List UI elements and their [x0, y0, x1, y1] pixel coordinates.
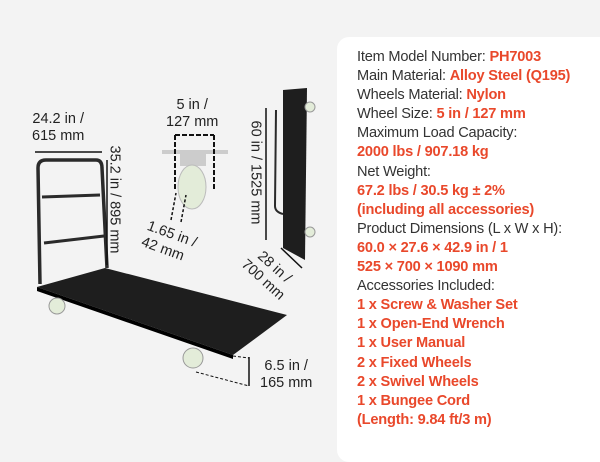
- spec-row: Wheels Material: Nylon: [357, 86, 570, 105]
- spec-value: (Length: 9.84 ft/3 m): [357, 411, 492, 428]
- spec-value: 5 in / 127 mm: [436, 106, 526, 123]
- spec-row: Maximum Load Capacity:: [357, 124, 570, 143]
- spec-value: 67.2 lbs / 30.5 kg ± 2%: [357, 182, 505, 199]
- spec-label: Maximum Load Capacity:: [357, 125, 518, 142]
- spec-label: Product Dimensions (L x W x H):: [357, 220, 562, 237]
- spec-row: 1 x Bungee Cord: [357, 392, 570, 411]
- spec-row: (Length: 9.84 ft/3 m): [357, 411, 570, 430]
- spec-value: 2 x Fixed Wheels: [357, 354, 472, 371]
- clearance-label: 6.5 in /165 mm: [260, 358, 312, 392]
- cart-deck: [37, 268, 287, 355]
- spec-row: Net Weight:: [357, 163, 570, 182]
- spec-label: Wheel Size:: [357, 106, 437, 123]
- caster-wheel-icon: [177, 164, 207, 210]
- spec-row: 525 × 700 × 1090 mm: [357, 258, 570, 277]
- spec-label: Wheels Material:: [357, 87, 467, 104]
- spec-row: 1 x Screw & Washer Set: [357, 296, 570, 315]
- spec-row: Item Model Number: PH7003: [357, 48, 570, 67]
- spec-row: 1 x Open-End Wrench: [357, 315, 570, 334]
- spec-value: 2 x Swivel Wheels: [357, 373, 479, 390]
- spec-row: Wheel Size: 5 in / 127 mm: [357, 105, 570, 124]
- spec-label: Item Model Number:: [357, 49, 490, 65]
- spec-row: 2 x Fixed Wheels: [357, 354, 570, 373]
- spec-value: 1 x Open-End Wrench: [357, 316, 505, 333]
- spec-panel: [337, 37, 600, 462]
- wheel-icon: [182, 347, 204, 369]
- spec-value: 2000 lbs / 907.18 kg: [357, 144, 489, 161]
- spec-row: (including all accessories): [357, 201, 570, 220]
- spec-label: Main Material:: [357, 68, 450, 85]
- folded-cart: [283, 88, 307, 260]
- cart-illustration: [35, 88, 316, 387]
- length-label: 60 in / 1525 mm: [247, 120, 264, 225]
- dim-text: 24.2 in /: [32, 111, 84, 127]
- spec-value: 60.0 × 27.6 × 42.9 in / 1: [357, 239, 508, 256]
- spec-row: Accessories Included:: [357, 277, 570, 296]
- spec-row: Main Material: Alloy Steel (Q195): [357, 67, 570, 86]
- spec-label: Net Weight:: [357, 163, 431, 180]
- cart-handle: [36, 158, 109, 285]
- spec-row: 2 x Swivel Wheels: [357, 373, 570, 392]
- spec-row: Product Dimensions (L x W x H):: [357, 220, 570, 239]
- spec-value: Alloy Steel (Q195): [449, 68, 571, 85]
- spec-row: 2000 lbs / 907.18 kg: [357, 143, 570, 162]
- wheel-diameter-label: 5 in /127 mm: [166, 97, 218, 131]
- dim-text: 5 in /: [176, 97, 208, 113]
- spec-value: PH7003: [489, 49, 542, 65]
- wheel-icon: [48, 297, 66, 315]
- spec-value: 1 x User Manual: [357, 335, 466, 352]
- spec-row: 67.2 lbs / 30.5 kg ± 2%: [357, 182, 570, 201]
- dim-text: 127 mm: [166, 114, 219, 130]
- dim-text: 6.5 in /: [264, 358, 308, 374]
- handle-height-label: 35.2 in / 895 mm: [106, 145, 123, 254]
- spec-value: Nylon: [466, 87, 506, 104]
- spec-label: Accessories Included:: [357, 278, 495, 295]
- spec-value: (including all accessories): [357, 201, 535, 218]
- spec-value: 1 x Bungee Cord: [357, 392, 470, 409]
- spec-value: 525 × 700 × 1090 mm: [357, 259, 498, 276]
- spec-row: 60.0 × 27.6 × 42.9 in / 1: [357, 239, 570, 258]
- dim-text: 615 mm: [32, 128, 85, 144]
- dim-text: 165 mm: [260, 375, 313, 391]
- handle-width-label: 24.2 in /615 mm: [32, 111, 84, 145]
- spec-value: 1 x Screw & Washer Set: [357, 297, 518, 314]
- spec-row: 1 x User Manual: [357, 334, 570, 353]
